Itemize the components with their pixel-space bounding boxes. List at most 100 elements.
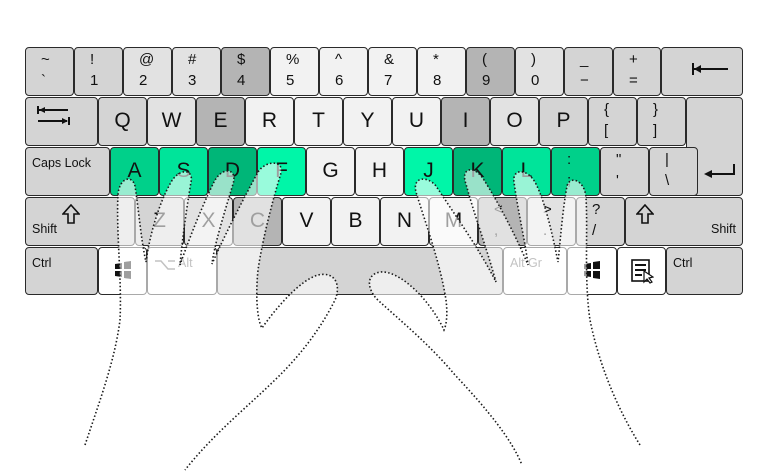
tab-arrows-icon bbox=[36, 106, 72, 131]
key-lbracket[interactable]: {[ bbox=[588, 97, 637, 146]
key-label-bottom: = bbox=[629, 72, 638, 89]
key-0[interactable]: )0 bbox=[515, 47, 564, 96]
key-w[interactable]: W bbox=[147, 97, 196, 146]
key-lctrl[interactable]: Ctrl bbox=[25, 247, 98, 295]
key-x[interactable]: X bbox=[184, 197, 233, 246]
key-s[interactable]: S bbox=[159, 147, 208, 196]
key-o[interactable]: O bbox=[490, 97, 539, 146]
key-period[interactable]: >. bbox=[527, 197, 576, 246]
key-space[interactable] bbox=[217, 247, 503, 295]
key-label-bottom: 6 bbox=[335, 72, 344, 89]
key-label-top: ~ bbox=[41, 51, 50, 68]
key-label-small: Shift bbox=[32, 222, 58, 236]
key-6[interactable]: ^6 bbox=[319, 47, 368, 96]
key-label-main: S bbox=[176, 159, 191, 182]
key-label-main: I bbox=[462, 109, 469, 132]
key-tab[interactable] bbox=[25, 97, 98, 146]
key-label-bottom: 9 bbox=[482, 72, 491, 89]
key-label-bottom: , bbox=[494, 222, 499, 239]
key-slash[interactable]: ?/ bbox=[576, 197, 625, 246]
key-label-main: G bbox=[322, 159, 339, 182]
key-label-main: F bbox=[275, 159, 288, 182]
key-menu[interactable] bbox=[617, 247, 666, 295]
key-enter[interactable] bbox=[686, 97, 743, 196]
key-label-bottom: 4 bbox=[237, 72, 246, 89]
key-a[interactable]: A bbox=[110, 147, 159, 196]
key-label-bottom: 3 bbox=[188, 72, 197, 89]
key-label-main: A bbox=[127, 159, 142, 182]
key-r[interactable]: R bbox=[245, 97, 294, 146]
key-5[interactable]: %5 bbox=[270, 47, 319, 96]
key-j[interactable]: J bbox=[404, 147, 453, 196]
key-g[interactable]: G bbox=[306, 147, 355, 196]
key-equals[interactable]: += bbox=[613, 47, 661, 96]
key-label-main: C bbox=[249, 209, 266, 232]
key-backslash[interactable]: |\ bbox=[649, 147, 698, 196]
key-f[interactable]: F bbox=[257, 147, 306, 196]
key-backspace[interactable] bbox=[661, 47, 743, 96]
key-n[interactable]: N bbox=[380, 197, 429, 246]
key-v[interactable]: V bbox=[282, 197, 331, 246]
key-8[interactable]: *8 bbox=[417, 47, 466, 96]
key-d[interactable]: D bbox=[208, 147, 257, 196]
key-1[interactable]: !1 bbox=[74, 47, 123, 96]
key-label-small: Caps Lock bbox=[32, 156, 92, 170]
key-label-main: E bbox=[213, 109, 228, 132]
key-h[interactable]: H bbox=[355, 147, 404, 196]
key-t[interactable]: T bbox=[294, 97, 343, 146]
key-label-top: " bbox=[616, 151, 622, 168]
key-rbracket[interactable]: }] bbox=[637, 97, 686, 146]
key-b[interactable]: B bbox=[331, 197, 380, 246]
key-i[interactable]: I bbox=[441, 97, 490, 146]
key-semicolon[interactable]: :; bbox=[551, 147, 600, 196]
key-label-main: L bbox=[520, 159, 533, 182]
key-k[interactable]: K bbox=[453, 147, 502, 196]
windows-logo-icon bbox=[113, 260, 133, 285]
key-altgr[interactable]: Alt Gr bbox=[503, 247, 567, 295]
key-label-bottom: \ bbox=[665, 172, 670, 189]
key-label-main: H bbox=[371, 159, 388, 182]
key-z[interactable]: Z bbox=[135, 197, 184, 246]
key-backtick[interactable]: ~` bbox=[25, 47, 74, 96]
key-label-main: R bbox=[261, 109, 278, 132]
key-label-main: N bbox=[396, 209, 413, 232]
key-rshift[interactable]: Shift bbox=[625, 197, 743, 246]
key-lshift[interactable]: Shift bbox=[25, 197, 135, 246]
key-label-main: D bbox=[224, 159, 241, 182]
key-lwin[interactable] bbox=[98, 247, 147, 295]
shift-arrow-icon bbox=[635, 203, 655, 229]
key-3[interactable]: #3 bbox=[172, 47, 221, 96]
key-e[interactable]: E bbox=[196, 97, 245, 146]
key-quote[interactable]: "' bbox=[600, 147, 649, 196]
key-label-bottom: ` bbox=[41, 72, 46, 89]
key-7[interactable]: &7 bbox=[368, 47, 417, 96]
key-label-bottom: ; bbox=[567, 172, 572, 189]
key-label-top: | bbox=[665, 151, 669, 168]
key-y[interactable]: Y bbox=[343, 97, 392, 146]
key-label-main: Q bbox=[114, 109, 131, 132]
key-4[interactable]: $4 bbox=[221, 47, 270, 96]
key-alt[interactable]: Alt bbox=[147, 247, 217, 295]
key-label-top: ( bbox=[482, 51, 487, 68]
key-l[interactable]: L bbox=[502, 147, 551, 196]
key-label-main: Y bbox=[360, 109, 375, 132]
key-label-bottom: 0 bbox=[531, 72, 540, 89]
key-label-top: * bbox=[433, 51, 439, 68]
key-label-top: { bbox=[604, 101, 610, 118]
key-label-top: & bbox=[384, 51, 395, 68]
key-rwin[interactable] bbox=[567, 247, 617, 295]
key-c[interactable]: C bbox=[233, 197, 282, 246]
key-m[interactable]: M bbox=[429, 197, 478, 246]
key-capslock[interactable]: Caps Lock bbox=[25, 147, 110, 196]
key-rctrl[interactable]: Ctrl bbox=[666, 247, 743, 295]
key-label-main: U bbox=[408, 109, 425, 132]
key-label-top: _ bbox=[580, 51, 589, 68]
key-u[interactable]: U bbox=[392, 97, 441, 146]
key-2[interactable]: @2 bbox=[123, 47, 172, 96]
key-minus[interactable]: _− bbox=[564, 47, 613, 96]
key-p[interactable]: P bbox=[539, 97, 588, 146]
key-9[interactable]: (9 bbox=[466, 47, 515, 96]
key-comma[interactable]: <, bbox=[478, 197, 527, 246]
key-q[interactable]: Q bbox=[98, 97, 147, 146]
key-label-bottom: 7 bbox=[384, 72, 393, 89]
